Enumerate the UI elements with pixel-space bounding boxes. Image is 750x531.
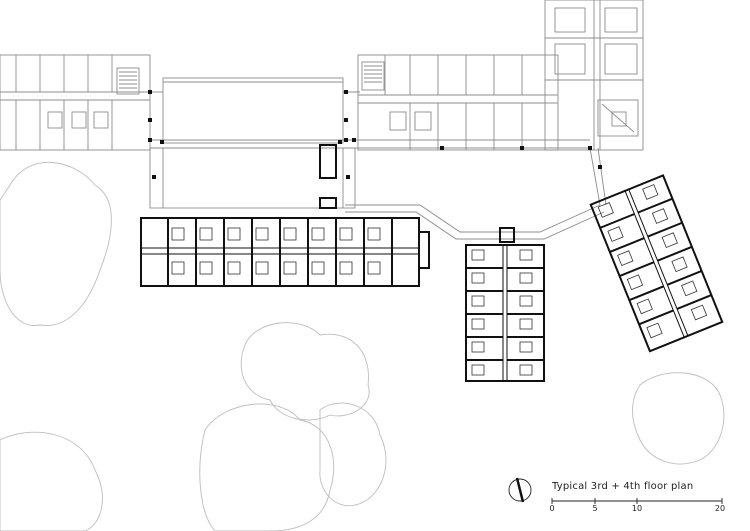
new-east-wing: [589, 174, 724, 353]
scale-label-10: 10: [631, 504, 643, 513]
courtyard-link: [149, 147, 356, 209]
scale-label-5: 5: [592, 504, 598, 513]
columns: [148, 90, 602, 179]
existing-west-wing: [0, 54, 151, 151]
tree-outline-northwest: [0, 161, 112, 326]
scale-bar: [551, 498, 723, 504]
existing-east-wing: [357, 54, 559, 151]
north-arrow-icon: [508, 477, 532, 503]
tree-outline-southwest: [0, 431, 103, 531]
landscape-trees: [0, 161, 725, 531]
existing-building: [0, 0, 644, 240]
existing-central-hall: [162, 77, 344, 144]
lift-core: [319, 144, 337, 179]
tree-outline-east: [632, 372, 725, 465]
scale-label-0: 0: [549, 504, 555, 513]
tree-outline-south: [199, 403, 335, 531]
tree-outline-south-right: [319, 402, 387, 507]
plan-title: Typical 3rd + 4th floor plan: [552, 481, 694, 492]
scale-label-20: 20: [714, 504, 726, 513]
new-construction: [140, 144, 724, 382]
tree-outline-center: [240, 322, 370, 421]
